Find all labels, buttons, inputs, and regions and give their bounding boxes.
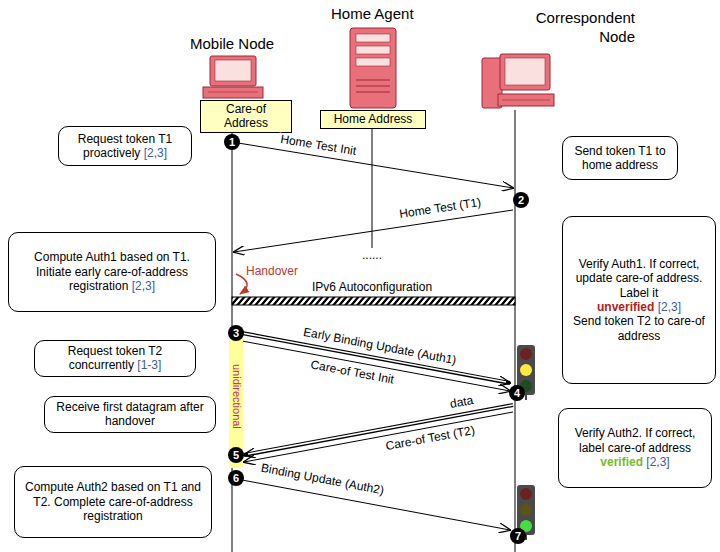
autoconfiguration-bar xyxy=(232,297,515,305)
message-label: Care-of Test Init xyxy=(308,358,397,387)
callout-bubble: Verify Auth2. If correct, label care-of … xyxy=(558,408,712,488)
callout-number: 5 xyxy=(228,447,244,463)
actor-name: Correspondent Node xyxy=(515,9,635,47)
text-flow: Verify Auth1. If correct, update care-of… xyxy=(569,257,709,343)
callout-bubble: Request token T2 concurrently [1-3] xyxy=(34,340,196,377)
message-arrow xyxy=(234,210,513,252)
message-arrow xyxy=(232,142,513,188)
callout-bubble: Verify Auth1. If correct, update care-of… xyxy=(562,216,716,384)
node-text: unidirectional xyxy=(229,364,242,429)
text-flow: Request token T2 concurrently [1-3] xyxy=(41,344,189,373)
node-text: unverified xyxy=(597,300,654,314)
node-text: Home Address xyxy=(334,112,413,126)
node-text: verified xyxy=(600,455,643,469)
address-box: Home Address xyxy=(320,110,426,129)
message-arrow xyxy=(244,405,513,455)
address-box: Care-of Address xyxy=(200,100,292,133)
node-text: Receive first datagram after handover xyxy=(56,400,203,428)
computer-icon xyxy=(482,54,554,108)
node-text: [2,3] xyxy=(132,279,155,293)
node-text: Care-of Address xyxy=(224,102,268,130)
node-text: Compute Auth2 based on T1 and T2. Comple… xyxy=(25,480,201,523)
text-flow: Send token T1 to home address xyxy=(569,144,671,173)
text-flow: Compute Auth2 based on T1 and T2. Comple… xyxy=(21,480,205,523)
text-flow: Home Address xyxy=(334,112,413,126)
callout-number: 3 xyxy=(228,325,244,341)
node-text: Verify Auth1. If correct, update care-of… xyxy=(576,257,703,300)
callout-number: 1 xyxy=(224,134,240,150)
message-label: Home Test Init xyxy=(277,133,359,159)
callout-bubble: Send token T1 to home address xyxy=(562,136,678,180)
message-label: data xyxy=(447,394,476,412)
node-text: [1-3] xyxy=(137,358,161,372)
text-flow: Receive first datagram after handover xyxy=(51,400,209,429)
node-text: Send token T1 to home address xyxy=(574,144,665,172)
text-flow: Compute Auth1 based on T1. Initiate earl… xyxy=(15,250,209,293)
callout-bubble: Request token T1 proactively [2,3] xyxy=(58,126,192,166)
lifeline xyxy=(372,128,373,248)
node-text: [2,3] xyxy=(646,455,669,469)
text-flow: unidirectional xyxy=(229,364,242,432)
actor-name: Home Agent xyxy=(331,6,414,23)
callout-bubble: Compute Auth1 based on T1. Initiate earl… xyxy=(8,232,216,312)
message-arrow xyxy=(244,412,513,462)
computer-icon xyxy=(203,56,263,98)
callout-number: 4 xyxy=(509,385,525,401)
message-label: Home Test (T1) xyxy=(397,196,484,222)
text-flow: Request token T1 proactively [2,3] xyxy=(65,132,185,161)
callout-number: 6 xyxy=(228,470,244,486)
callout-number: 2 xyxy=(513,192,529,208)
text-flow: Care-of Address xyxy=(205,102,287,131)
handover-arrow xyxy=(236,274,247,294)
callout-bubble: Receive first datagram after handover xyxy=(44,396,216,433)
node-text: Verify Auth2. If correct, label care-of … xyxy=(575,426,696,454)
actor-name: Mobile Node xyxy=(190,36,274,53)
message-arrow xyxy=(248,405,513,454)
node-text: Send token T2 to care-of address xyxy=(573,314,705,342)
callout-bubble: Compute Auth2 based on T1 and T2. Comple… xyxy=(14,466,212,538)
message-label: Binding Update (Auth2) xyxy=(258,461,387,498)
callout-number: 7 xyxy=(510,528,526,544)
phase-label: IPv6 Autoconfiguration xyxy=(310,281,434,294)
node-text: Compute Auth1 based on T1. Initiate earl… xyxy=(34,250,190,293)
node-text: [2,3] xyxy=(144,146,167,160)
server-icon xyxy=(350,28,396,108)
node-text: [2,3] xyxy=(658,300,681,314)
event-label: Handover xyxy=(246,265,298,278)
lifeline xyxy=(515,110,516,552)
ellipsis: ...... xyxy=(362,249,382,262)
text-flow: Verify Auth2. If correct, label care-of … xyxy=(565,426,705,469)
